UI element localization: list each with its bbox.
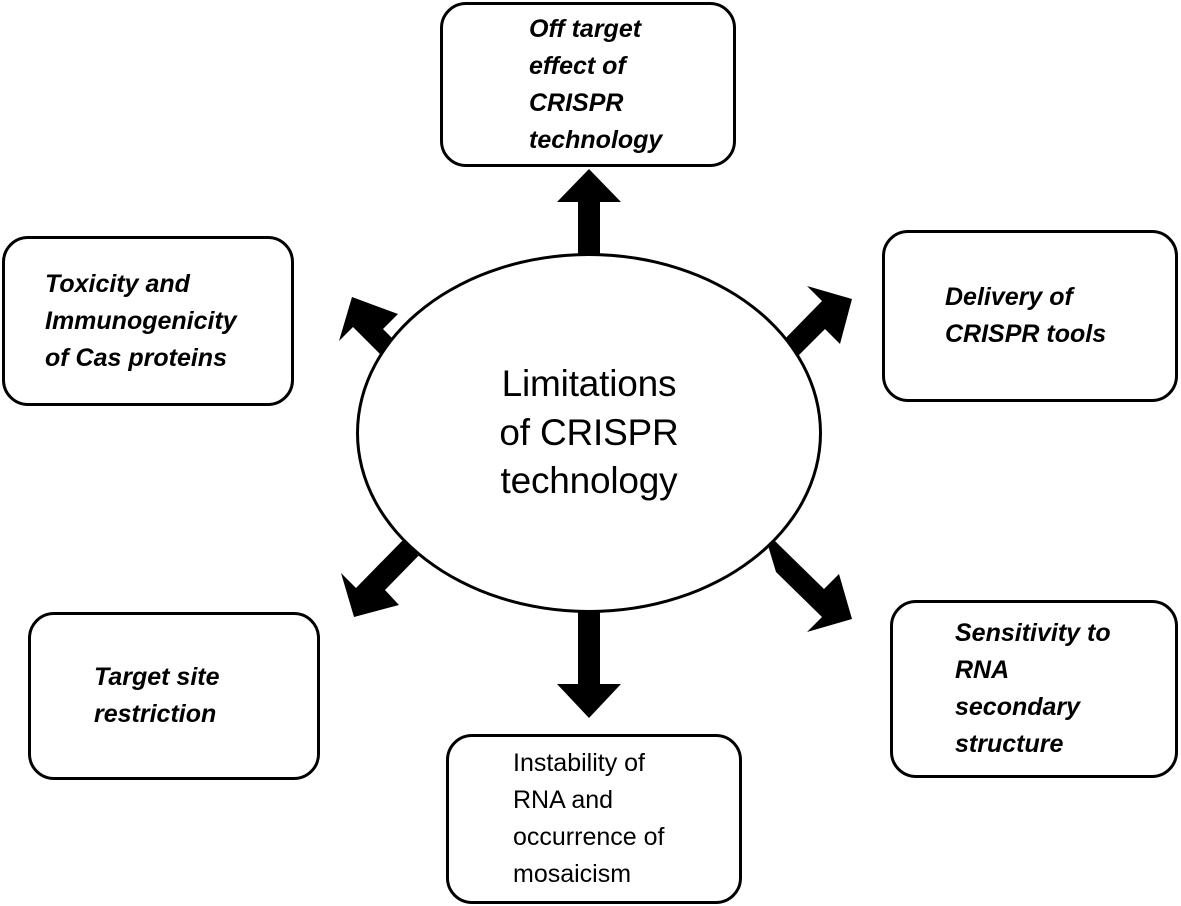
arrow-down-right-to-sensitivity xyxy=(763,529,852,632)
node-label-delivery: Delivery of CRISPR tools xyxy=(945,283,1107,348)
node-box-off-target: Off target effect of CRISPR technology xyxy=(440,2,736,167)
node-box-toxicity: Toxicity and Immunogenicity of Cas prote… xyxy=(2,236,294,406)
node-box-delivery: Delivery of CRISPR tools xyxy=(882,230,1178,402)
center-node-limitations: Limitations of CRISPR technology xyxy=(356,253,822,613)
node-label-instability: Instability of RNA and occurrence of mos… xyxy=(513,749,665,888)
node-box-target-site: Target site restriction xyxy=(28,612,320,780)
node-label-toxicity: Toxicity and Immunogenicity of Cas prote… xyxy=(45,269,237,372)
arrow-down-to-instability xyxy=(557,601,621,718)
node-label-sensitivity: Sensitivity to RNA secondary structure xyxy=(955,619,1111,758)
node-box-sensitivity: Sensitivity to RNA secondary structure xyxy=(890,600,1178,778)
node-label-target-site: Target site restriction xyxy=(94,663,220,728)
node-label-off-target: Off target effect of CRISPR technology xyxy=(529,14,663,154)
node-box-instability: Instability of RNA and occurrence of mos… xyxy=(446,734,742,904)
center-node-label: Limitations of CRISPR technology xyxy=(499,362,679,502)
